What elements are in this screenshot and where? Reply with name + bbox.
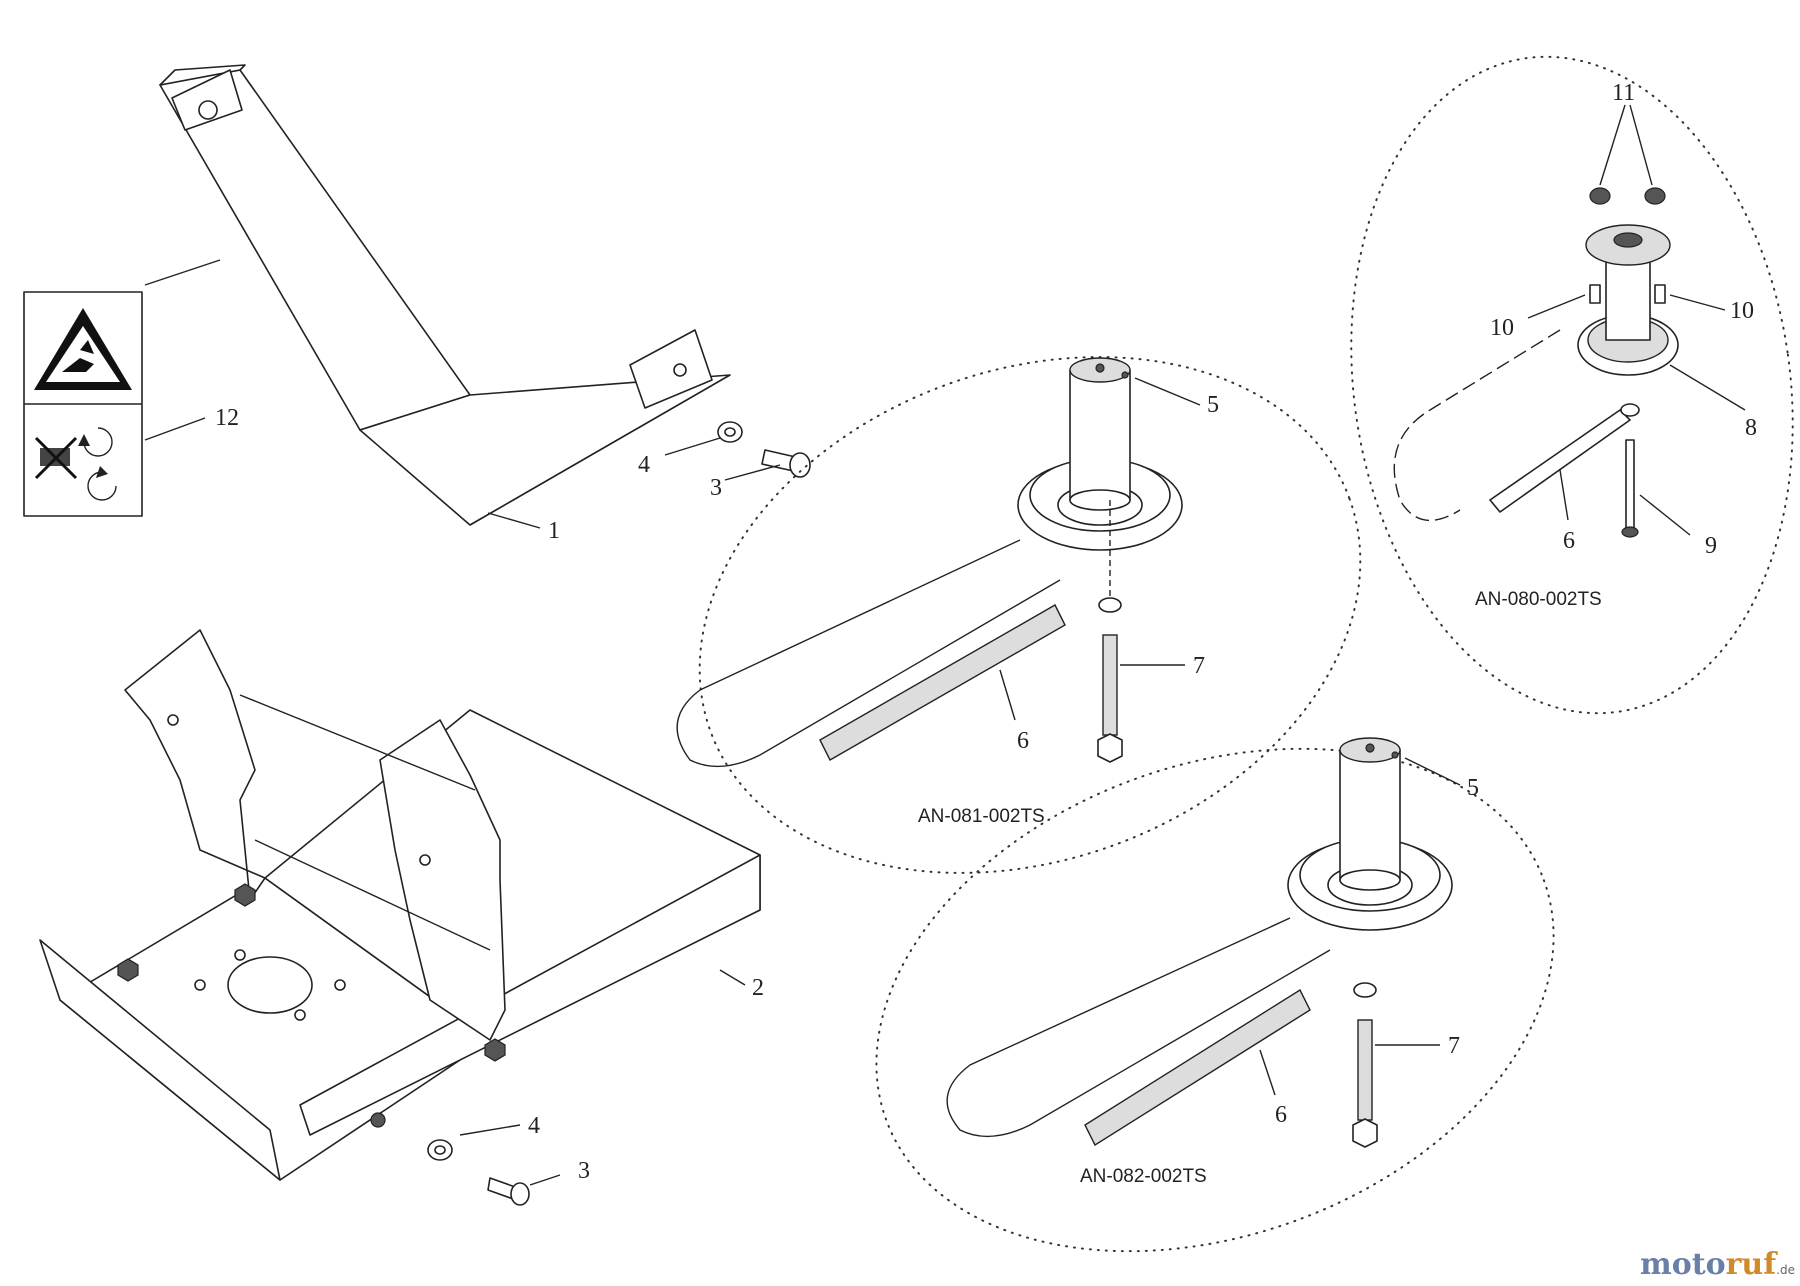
callout-7-a081: 7 [1193, 653, 1205, 679]
callout-5-a081: 5 [1207, 392, 1219, 418]
callout-4-bottom: 4 [528, 1113, 540, 1139]
callout-11: 11 [1612, 80, 1635, 106]
callout-labels: 1 2 3 3 4 4 5 5 6 6 6 7 7 8 9 10 10 11 1… [215, 80, 1757, 1184]
callout-3-top: 3 [710, 475, 722, 501]
part-2-mounting-plate [39, 629, 761, 1181]
callout-12: 12 [215, 405, 239, 431]
assembly-an-082 [875, 737, 1555, 1253]
callout-7-a082: 7 [1448, 1033, 1460, 1059]
callout-2: 2 [752, 975, 764, 1001]
callout-1: 1 [548, 518, 560, 544]
assembly-code-081: AN-081-002TS [918, 806, 1045, 827]
callout-6-a081: 6 [1017, 728, 1029, 754]
callout-8: 8 [1745, 415, 1757, 441]
watermark-logo: motoruf.de [1640, 1247, 1795, 1282]
callout-5-a082: 5 [1467, 775, 1479, 801]
part-3-4-screw-washer-bottom [427, 1139, 530, 1206]
watermark-text: motoruf.de [1640, 1247, 1795, 1282]
callout-6-a082: 6 [1275, 1102, 1287, 1128]
callout-10-left: 10 [1490, 315, 1514, 341]
part-12-warning-decal [23, 291, 143, 517]
hand-crush-warning-icon [34, 308, 132, 390]
callout-3-bottom: 3 [578, 1158, 590, 1184]
callout-6-a080: 6 [1563, 528, 1575, 554]
leader-lines [144, 104, 1746, 1186]
assembly-code-080: AN-080-002TS [1475, 589, 1602, 610]
callout-4-top: 4 [638, 452, 650, 478]
assembly-code-082: AN-082-002TS [1080, 1166, 1207, 1187]
callout-9: 9 [1705, 533, 1717, 559]
callout-10-right: 10 [1730, 298, 1754, 324]
assembly-an-080 [1350, 55, 1794, 715]
assembly-codes: AN-081-002TS AN-082-002TS AN-080-002TS [918, 589, 1602, 1187]
part-1-guard-bracket [159, 64, 731, 526]
assembly-an-081 [676, 356, 1362, 874]
no-rotation-hand-icon [34, 427, 117, 501]
part-3-4-screw-washer-top [717, 421, 811, 478]
